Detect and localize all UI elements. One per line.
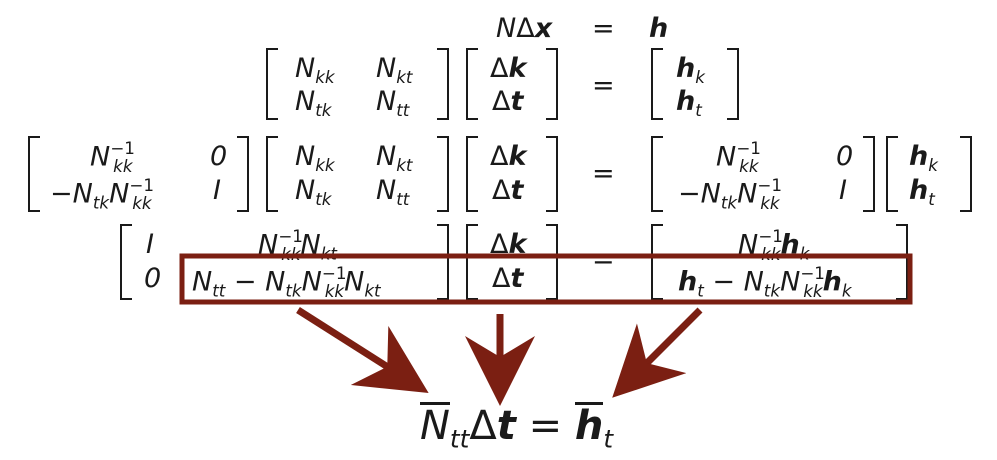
- eq2-rhs-right-bracket: [727, 48, 739, 120]
- eq3-Nkk: Nkk: [295, 141, 335, 175]
- eq2-Ntk: Ntk: [295, 86, 332, 120]
- eq4-zero: 0: [144, 263, 162, 294]
- eq4-dk: Δk: [490, 229, 527, 260]
- eq3-rhs-zero: 0: [836, 141, 854, 172]
- eq4-dt: Δt: [492, 263, 524, 294]
- eq3-dk: Δk: [490, 141, 527, 172]
- eq2-rhs-left-bracket: [651, 48, 663, 120]
- eq4-I: I: [146, 229, 154, 260]
- eq3-rhs-minus-Ntk-Nkk-inv: −NtkN−1kk: [678, 175, 782, 213]
- eq2-vec-right-bracket: [546, 48, 558, 120]
- eq3-I: I: [213, 175, 221, 206]
- eq3-vec-left-bracket: [466, 136, 478, 212]
- eq4-matrix-right-bracket: [437, 224, 449, 300]
- eq4-vec-right-bracket: [546, 224, 558, 300]
- eq4-rhs-schur: ht − NtkN−1kkhk: [678, 263, 852, 301]
- eq4-rhs-right-bracket: [896, 224, 908, 300]
- eq3-Nkk-inv: N−1kk: [90, 138, 135, 176]
- eq4-equals: =: [592, 244, 615, 275]
- eq3-rhs-Nkk-inv: N−1kk: [716, 138, 761, 176]
- arrow-left: [296, 307, 429, 394]
- eq3-N-right-bracket: [437, 136, 449, 212]
- eq3-ht: ht: [909, 175, 935, 209]
- eq3-Ntt: Ntt: [376, 175, 410, 209]
- eq2-matrix-right-bracket: [437, 48, 449, 120]
- eq2-vec-left-bracket: [466, 48, 478, 120]
- eq2-ht: ht: [676, 86, 702, 120]
- arrow-right: [612, 307, 703, 398]
- eq4-vec-left-bracket: [466, 224, 478, 300]
- eq3-rhs-matrix-right-bracket: [863, 136, 875, 212]
- eq3-left-matrix-right-bracket: [237, 136, 249, 212]
- eq3-equals: =: [592, 158, 615, 189]
- eq2-dt: Δt: [492, 86, 524, 117]
- eq3-rhs-matrix-left-bracket: [651, 136, 663, 212]
- eq3-N-left-bracket: [266, 136, 278, 212]
- eq3-left-matrix-left-bracket: [28, 136, 40, 212]
- eq3-minus-Ntk-Nkk-inv: −NtkN−1kk: [50, 175, 154, 213]
- eq4-matrix-left-bracket: [120, 224, 132, 300]
- eq3-vec-right-bracket: [546, 136, 558, 212]
- eq3-hk: hk: [909, 141, 938, 175]
- eq4-rhs-left-bracket: [651, 224, 663, 300]
- reduced-equation: NttΔt = ht: [420, 402, 614, 454]
- eq2-Nkk: Nkk: [295, 53, 335, 87]
- eq2-hk: hk: [676, 53, 705, 87]
- eq3-dt: Δt: [492, 175, 524, 206]
- eq4-schur-complement: Ntt − NtkN−1kkNkt: [192, 263, 381, 301]
- eq2-Ntt: Ntt: [376, 86, 410, 120]
- eq3-hvec-left-bracket: [886, 136, 898, 212]
- highlight-box: [179, 253, 913, 305]
- eq3-rhs-I: I: [839, 175, 847, 206]
- eq1-lhs: NΔx: [496, 13, 553, 44]
- eq3-Ntk: Ntk: [295, 175, 332, 209]
- eq3-hvec-right-bracket: [960, 136, 972, 212]
- N-bar: N: [420, 402, 450, 449]
- eq2-dk: Δk: [490, 53, 527, 84]
- eq1-rhs: h: [649, 13, 669, 44]
- eq3-zero: 0: [210, 141, 228, 172]
- h-bar: h: [574, 402, 604, 449]
- eq2-Nkt: Nkt: [376, 53, 413, 87]
- eq1-equals: =: [592, 13, 615, 44]
- eq3-Nkt: Nkt: [376, 141, 413, 175]
- eq2-equals: =: [592, 70, 615, 101]
- eq2-matrix-left-bracket: [266, 48, 278, 120]
